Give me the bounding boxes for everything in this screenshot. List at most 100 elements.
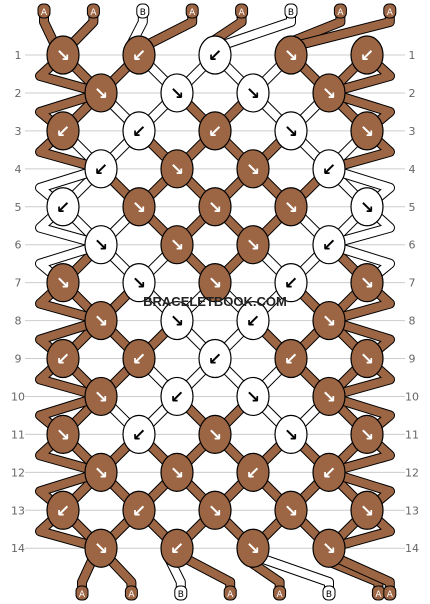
row-number-right: 2 [409, 87, 416, 100]
knot-direction-arrow: ↘ [94, 463, 108, 483]
knot: ↙ [274, 338, 308, 379]
knot-direction-arrow: ↘ [360, 198, 374, 218]
knot-body [84, 452, 118, 492]
knot-direction-arrow: ↘ [360, 122, 374, 142]
row-number-left: 7 [15, 277, 22, 290]
knot: ↘ [198, 187, 232, 227]
knot-body [122, 414, 156, 454]
knot: ↘ [312, 300, 346, 341]
knot: ↘ [84, 225, 118, 265]
knot-direction-arrow: ↘ [170, 236, 184, 256]
knot-body [84, 73, 118, 113]
knot-body [274, 414, 308, 454]
knot-body [236, 300, 270, 341]
knot-body [46, 490, 80, 530]
knot: ↙ [160, 376, 194, 417]
knot: ↘ [274, 414, 308, 454]
strand-tab-bottom [273, 585, 287, 601]
row-number-left: 5 [15, 201, 22, 214]
knot-body [46, 111, 80, 151]
knot: ↘ [84, 73, 118, 113]
knot-direction-arrow: ↙ [132, 425, 146, 445]
knot-body [84, 225, 118, 265]
row-number-right: 10 [405, 390, 419, 403]
knot-body [160, 300, 194, 341]
watermark-layer: BRACELETBOOK.COM [143, 294, 287, 309]
knot-direction-arrow: ↘ [94, 387, 108, 407]
knot: ↘ [312, 73, 346, 113]
row-number-left: 12 [11, 466, 25, 479]
knot-body [46, 187, 80, 227]
knot: ↙ [122, 414, 156, 454]
knot-direction-arrow: ↘ [246, 539, 260, 559]
row-number-left: 9 [15, 353, 22, 366]
strand-tab-bottom [124, 585, 138, 601]
knot-direction-arrow: ↘ [322, 312, 336, 332]
knot: ↘ [350, 263, 384, 303]
strand-label-bottom: B [326, 590, 332, 600]
knot-direction-arrow: ↘ [284, 46, 298, 66]
knot-body [274, 338, 308, 379]
thread-segment [145, 8, 197, 49]
row-number-left: 4 [15, 163, 22, 176]
row-number-left: 11 [11, 428, 25, 441]
knot-direction-arrow: ↘ [94, 84, 108, 104]
knot-body [160, 149, 194, 189]
knot-body [198, 35, 232, 75]
knot: ↘ [236, 73, 270, 113]
knot-body [46, 338, 80, 379]
strand-tab-top [37, 3, 51, 19]
knot-direction-arrow: ↘ [208, 425, 222, 445]
strand-label-top: A [90, 8, 97, 18]
knot-body [198, 414, 232, 454]
row-number-right: 5 [409, 201, 416, 214]
strand-label-bottom: A [79, 590, 86, 600]
knot-direction-arrow: ↘ [284, 198, 298, 218]
knot-body [274, 490, 308, 530]
knot-direction-arrow: ↘ [132, 274, 146, 294]
knot-body [236, 528, 270, 568]
knot-body [160, 528, 194, 568]
strand-tab-top [383, 3, 397, 19]
knot-body [274, 187, 308, 227]
strand-label-top: B [140, 8, 146, 18]
row-number-right: 1 [409, 49, 416, 62]
knot-direction-arrow: ↙ [56, 350, 70, 370]
strand-label-top: A [41, 8, 48, 18]
strand-label-top: A [239, 8, 246, 18]
row-number-right: 12 [405, 466, 419, 479]
knot: ↙ [198, 35, 232, 75]
knot-body [350, 35, 384, 75]
knot-body [236, 73, 270, 113]
knot: ↙ [46, 187, 80, 227]
knot: ↙ [122, 490, 156, 530]
knot: ↙ [236, 452, 270, 492]
knot: ↙ [198, 338, 232, 379]
knot-direction-arrow: ↙ [246, 312, 260, 332]
knot: ↙ [312, 149, 346, 189]
strand-label-bottom: A [277, 590, 284, 600]
knot-direction-arrow: ↘ [284, 501, 298, 521]
row-number-left: 10 [11, 390, 25, 403]
knot-direction-arrow: ↘ [208, 198, 222, 218]
knot: ↙ [312, 452, 346, 492]
row-number-right: 6 [409, 239, 416, 252]
knot-direction-arrow: ↙ [132, 501, 146, 521]
knot-body [160, 376, 194, 417]
knot-direction-arrow: ↙ [170, 387, 184, 407]
knot-body [236, 149, 270, 189]
knot-direction-arrow: ↙ [208, 46, 222, 66]
thread-segment [183, 554, 235, 596]
knot: ↘ [84, 300, 118, 341]
knot: ↙ [46, 490, 80, 530]
knot-direction-arrow: ↘ [246, 160, 260, 180]
knot: ↘ [236, 376, 270, 417]
row-number-left: 2 [15, 87, 22, 100]
knot-body [198, 338, 232, 379]
knot-body [350, 414, 384, 454]
knot-body [236, 225, 270, 265]
knot-direction-arrow: ↘ [132, 198, 146, 218]
knot-direction-arrow: ↘ [284, 425, 298, 445]
knot-direction-arrow: ↘ [284, 122, 298, 142]
